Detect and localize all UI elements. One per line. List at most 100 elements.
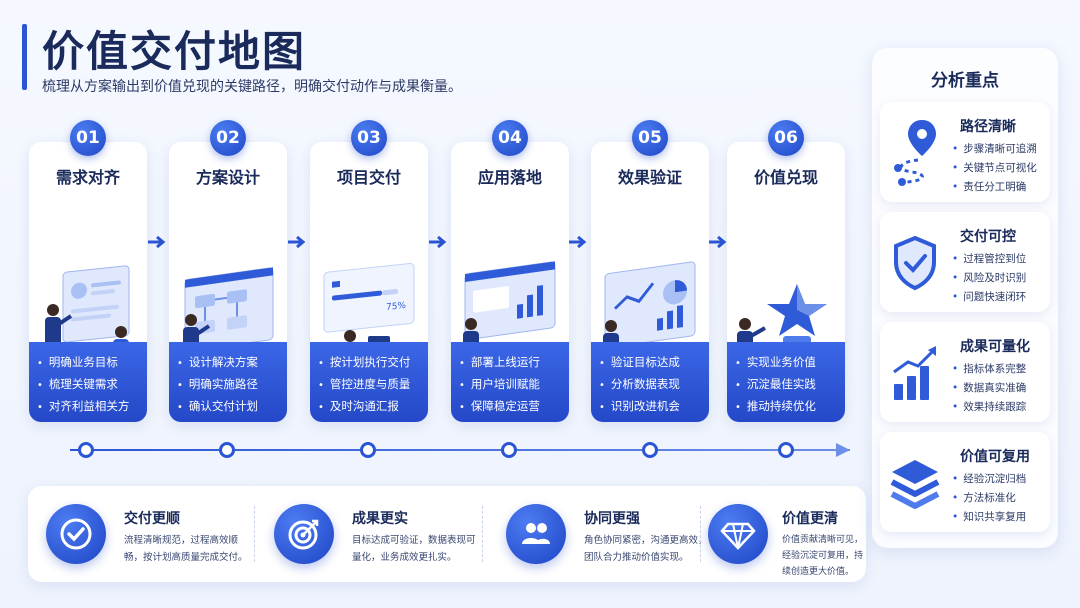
step-1-item: 梳理关键需求	[37, 374, 147, 396]
step-4-item: 保障稳定运营	[459, 396, 569, 418]
route-pin-icon	[894, 120, 936, 186]
benefit-title: 价值更清	[782, 511, 838, 527]
focus-point: 经验沉淀归档	[952, 470, 1026, 489]
page-subtitle: 梳理从方案输出到价值兑现的关键路径，明确交付动作与成果衡量。	[42, 79, 462, 95]
shield-check-icon	[894, 235, 936, 291]
title-accent-bar	[22, 24, 27, 90]
benefit-title: 成果更实	[352, 511, 408, 527]
focus-item-points: 经验沉淀归档 方法标准化 知识共享复用	[952, 470, 1026, 527]
step-6-item: 沉淀最佳实践	[735, 374, 845, 396]
timeline-dot	[501, 442, 517, 458]
step-card-6: 价值兑现 实现业务价值 沉淀最佳实践 推动持续优化	[727, 142, 845, 422]
focus-point: 风险及时识别	[952, 269, 1026, 288]
team-icon	[506, 504, 566, 564]
step-title-1: 需求对齐	[55, 168, 120, 187]
benefit-item: 交付更顺 流程清晰规范，过程高效顺畅，按计划高质量完成交付。	[46, 486, 256, 582]
timeline-line	[70, 449, 850, 451]
benefits-panel: 交付更顺 流程清晰规范，过程高效顺畅，按计划高质量完成交付。 成果更实 目标达成…	[28, 486, 866, 582]
step-list-2: 设计解决方案 明确实施路径 确认交付计划	[169, 342, 287, 422]
step-list-4: 部署上线运行 用户培训赋能 保障稳定运营	[451, 342, 569, 422]
step-6-item: 推动持续优化	[735, 396, 845, 418]
focus-item-points: 步骤清晰可追溯 关键节点可视化 责任分工明确	[952, 140, 1037, 197]
timeline-arrow-icon	[836, 443, 850, 457]
step-card-4: 应用落地 部署上线运行 用户培训赋能 保障稳定运营	[451, 142, 569, 422]
step-title-3: 项目交付	[336, 168, 401, 187]
step-card-1: 需求对齐 明确业务目标 梳理关键需求 对齐利益相关方	[29, 142, 147, 422]
svg-text:75%: 75%	[386, 301, 406, 313]
arrow-right-icon	[429, 236, 447, 248]
growth-chart-icon	[893, 346, 936, 400]
step-list-6: 实现业务价值 沉淀最佳实践 推动持续优化	[727, 342, 845, 422]
focus-item-title: 交付可控	[960, 229, 1016, 245]
timeline-dot	[219, 442, 235, 458]
step-1-item: 明确业务目标	[37, 352, 147, 374]
step-list-1: 明确业务目标 梳理关键需求 对齐利益相关方	[29, 342, 147, 422]
focus-point: 指标体系完整	[952, 360, 1026, 379]
focus-card: 价值可复用 经验沉淀归档 方法标准化 知识共享复用	[880, 432, 1050, 532]
divider	[482, 506, 483, 562]
focus-item-title: 路径清晰	[960, 119, 1016, 135]
step-list-5: 验证目标达成 分析数据表现 识别改进机会	[591, 342, 709, 422]
benefit-item: 价值更清 价值贡献清晰可见，经验沉淀可复用，持续创造更大价值。	[708, 486, 868, 582]
step-number-2: 02	[210, 120, 246, 156]
focus-panel: 分析重点 路径清晰 步骤清晰可追溯 关键节点可视化 责任分工明确 交付可控 过程…	[872, 48, 1058, 548]
timeline-dot	[778, 442, 794, 458]
step-title-2: 方案设计	[195, 168, 260, 187]
arrow-right-icon	[569, 236, 587, 248]
timeline-dot	[360, 442, 376, 458]
focus-point: 过程管控到位	[952, 250, 1026, 269]
focus-card: 成果可量化 指标体系完整 数据真实准确 效果持续跟踪	[880, 322, 1050, 422]
benefit-desc: 流程清晰规范，过程高效顺畅，按计划高质量完成交付。	[124, 535, 248, 563]
step-1-item: 对齐利益相关方	[37, 396, 147, 418]
step-6-item: 实现业务价值	[735, 352, 845, 374]
step-5-item: 识别改进机会	[599, 396, 709, 418]
step-5-item: 分析数据表现	[599, 374, 709, 396]
focus-card: 路径清晰 步骤清晰可追溯 关键节点可视化 责任分工明确	[880, 102, 1050, 202]
timeline-dot	[78, 442, 94, 458]
benefit-desc: 角色协同紧密，沟通更高效，团队合力推动价值实现。	[584, 535, 708, 563]
target-icon	[274, 504, 334, 564]
focus-point: 问题快速闭环	[952, 288, 1026, 307]
step-5-item: 验证目标达成	[599, 352, 709, 374]
page-title: 价值交付地图	[42, 27, 307, 76]
focus-point: 数据真实准确	[952, 379, 1026, 398]
focus-point: 效果持续跟踪	[952, 398, 1026, 417]
step-3-item: 及时沟通汇报	[318, 396, 428, 418]
step-number-6: 06	[768, 120, 804, 156]
arrow-right-icon	[288, 236, 306, 248]
step-title-4: 应用落地	[477, 168, 542, 187]
focus-point: 步骤清晰可追溯	[952, 140, 1037, 159]
step-4-item: 用户培训赋能	[459, 374, 569, 396]
focus-item-title: 价值可复用	[960, 449, 1030, 465]
focus-point: 方法标准化	[952, 489, 1026, 508]
divider	[700, 506, 701, 562]
timeline-dot	[642, 442, 658, 458]
step-2-item: 确认交付计划	[177, 396, 287, 418]
step-3-item: 按计划执行交付	[318, 352, 428, 374]
benefit-title: 交付更顺	[124, 511, 180, 527]
step-number-3: 03	[351, 120, 387, 156]
focus-point: 知识共享复用	[952, 508, 1026, 527]
focus-item-title: 成果可量化	[960, 339, 1030, 355]
benefit-item: 成果更实 目标达成可验证，数据表现可量化，业务成效更扎实。	[274, 486, 484, 582]
layers-icon	[890, 460, 940, 509]
step-4-item: 部署上线运行	[459, 352, 569, 374]
benefit-item: 协同更强 角色协同紧密，沟通更高效，团队合力推动价值实现。	[506, 486, 716, 582]
step-title-6: 价值兑现	[753, 168, 818, 187]
step-number-1: 01	[70, 120, 106, 156]
focus-point: 关键节点可视化	[952, 159, 1037, 178]
step-number-5: 05	[632, 120, 668, 156]
benefit-desc: 价值贡献清晰可见，经验沉淀可复用，持续创造更大价值。	[782, 535, 864, 577]
divider	[254, 506, 255, 562]
step-2-item: 明确实施路径	[177, 374, 287, 396]
focus-item-points: 指标体系完整 数据真实准确 效果持续跟踪	[952, 360, 1026, 417]
step-title-5: 效果验证	[617, 168, 682, 187]
step-number-4: 04	[492, 120, 528, 156]
step-card-5: 效果验证 验证目标达成 分析数据表现 识别改进机会	[591, 142, 709, 422]
step-card-3: 项目交付 75% 按计划执行交付 管控进度与质量 及时沟通汇报	[310, 142, 428, 422]
focus-card: 交付可控 过程管控到位 风险及时识别 问题快速闭环	[880, 212, 1050, 312]
step-list-3: 按计划执行交付 管控进度与质量 及时沟通汇报	[310, 342, 428, 422]
arrow-right-icon	[148, 236, 166, 248]
benefit-title: 协同更强	[584, 511, 640, 527]
focus-item-points: 过程管控到位 风险及时识别 问题快速闭环	[952, 250, 1026, 307]
